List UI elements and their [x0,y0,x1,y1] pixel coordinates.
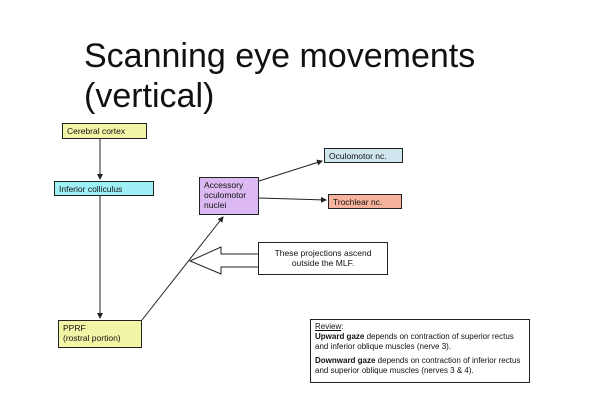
node-label-line-2: oculomotor [204,190,247,200]
node-label: Cerebral cortex [67,126,126,136]
arrow-pprf-to-accessory [141,216,224,321]
review-title-suffix: : [341,322,344,331]
node-label-line-2: (rostral portion) [63,333,121,343]
review-upward-text: depends on contraction of superior rectu… [315,332,514,351]
review-upward-label: Upward gaze [315,332,365,341]
node-label-line-3: nuclei [204,200,227,210]
slide-title: Scanning eye movements (vertical) [84,36,475,116]
review-downward-text: depends on contraction of inferior rectu… [315,356,521,375]
review-title: Review [315,322,342,331]
node-oculomotor-nc: Oculomotor nc. [324,148,403,163]
callout-note: These projections ascend outside the MLF… [258,242,388,275]
node-cerebral-cortex: Cerebral cortex [62,123,147,139]
review-box: Review: Upward gaze depends on contracti… [310,319,530,383]
callout-pointer-arrow [188,246,258,275]
review-downward-label: Downward gaze [315,356,376,365]
title-line-2: (vertical) [84,77,215,115]
review-upward: Upward gaze depends on contraction of su… [315,332,525,352]
node-label-line-1: PPRF [63,323,86,333]
callout-line-2: outside the MLF. [291,258,355,268]
node-label: Inferior colliculus [59,184,123,194]
node-label: Oculomotor nc. [329,151,387,161]
title-line-1: Scanning eye movements [84,37,476,75]
review-downward: Downward gaze depends on contraction of … [315,356,525,376]
node-label: Trochlear nc. [333,197,383,207]
node-trochlear-nc: Trochlear nc. [328,194,402,209]
arrow-accessory-to-trochlear [258,196,327,203]
node-accessory-oculomotor-nuclei: Accessory oculomotor nuclei [199,177,259,215]
node-pprf: PPRF (rostral portion) [58,320,142,348]
node-label-line-1: Accessory [204,180,244,190]
node-inferior-colliculus: Inferior colliculus [54,181,154,196]
callout-line-1: These projections ascend [274,248,372,258]
review-heading: Review: [315,322,525,332]
arrow-accessory-to-oculomotor [258,159,323,182]
